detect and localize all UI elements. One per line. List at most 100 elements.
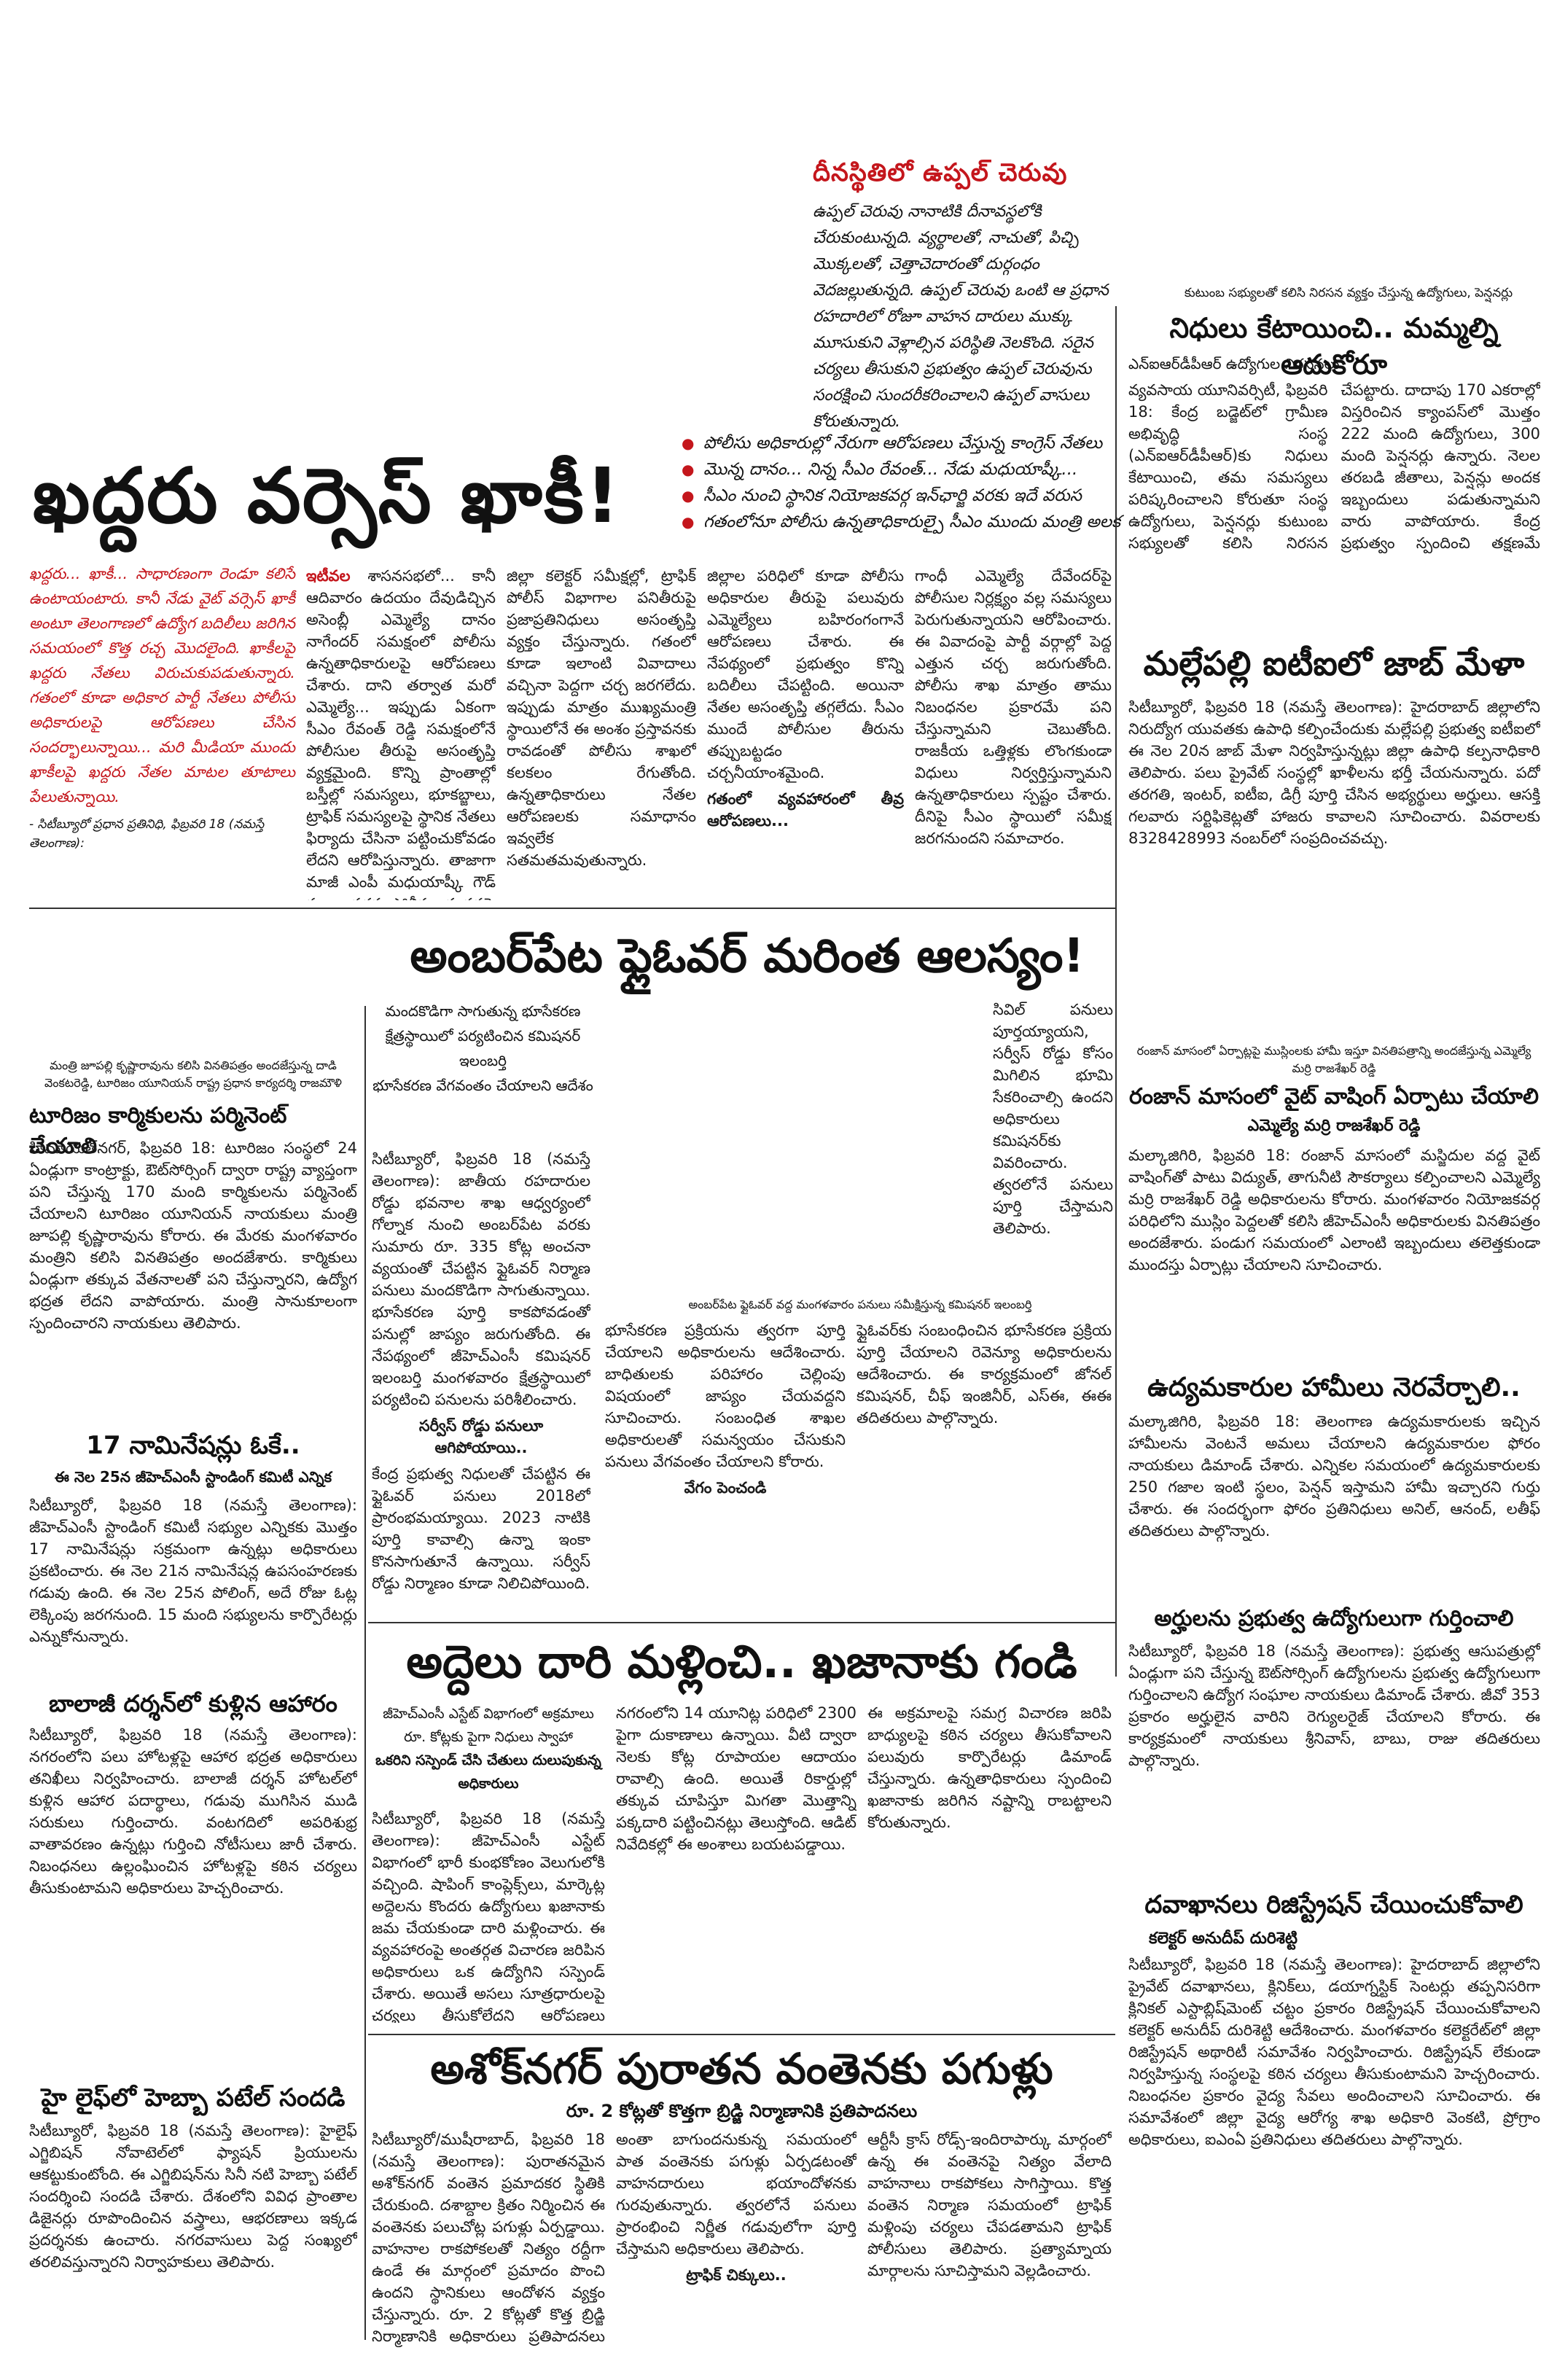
khaki-bullet-3: సీఎం నుంచి స్థానిక నియోజకవర్గ ఇన్‌ఛార్జి… [682, 483, 1148, 509]
ranjan-body: మల్కాజిగిరి, ఫిబ్రవరి 18: రంజాన్ మాసంలో … [1128, 1144, 1540, 1363]
ashok-subhead: రూ. 2 కోట్లతో కొత్తగా బ్రిడ్జి నిర్మాణాన… [566, 2101, 918, 2121]
ashok-subhead-2: ట్రాఫిక్ చిక్కులు.. [686, 2266, 787, 2284]
ashok-col-1: సిటీబ్యూరో/ముషీరాబాద్, ఫిబ్రవరి 18 (నమస్… [372, 2129, 605, 2347]
addelu-body-3: ఈ అక్రమాలపై సమగ్ర విచారణ జరిపి బాధ్యులపై… [867, 1704, 1112, 1831]
khaki-col-4-text: గాంధీ ఎమ్మెల్యే దేవేందర్‌పై పోలీసుల నిర్… [915, 567, 1112, 847]
heba-body: సిటీబ్యూరో, ఫిబ్రవరి 18 (నమస్తే తెలంగాణ)… [29, 2120, 357, 2346]
arhulu-body-text: సిటీబ్యూరో, ఫిబ్రవరి 18 (నమస్తే తెలంగాణ)… [1128, 1642, 1540, 1769]
khaki-headline: ఖద్దరు వర్సెస్ ఖాకీ! [33, 448, 660, 543]
khaki-headline-text: ఖద్దరు వర్సెస్ ఖాకీ! [33, 451, 622, 540]
hospitals-headline: దవాఖానలు రిజిస్ట్రేషన్ చేయించుకోవాలి [1144, 1890, 1523, 1919]
khaki-col-4: గాంధీ ఎమ్మెల్యే దేవేందర్‌పై పోలీసుల నిర్… [915, 565, 1112, 900]
amberpet-point-2: క్షేత్రస్థాయిలో పర్యటించిన కమిషనర్ ఇలంబర… [385, 1027, 581, 1069]
khaki-col-2: జిల్లా కలెక్టర్ సమీక్షల్లో, ట్రాఫిక్ పోల… [507, 565, 696, 900]
amberpet-col-3: సివిల్ పనులు పూర్తయ్యాయని, సర్వీస్ రోడ్డ… [993, 999, 1113, 1290]
amberpet-photo [605, 999, 984, 1290]
addelu-col-3: ఈ అక్రమాలపై సమగ్ర విచారణ జరిపి బాధ్యులపై… [867, 1702, 1112, 2023]
funds-caption: కుటుంబ సభ్యులతో కలిసి నిరసన వ్యక్తం చేస్… [1184, 286, 1513, 300]
ashok-body-3: ఆర్టీసీ క్రాస్ రోడ్స్-ఇందిరాపార్కు మార్గ… [867, 2131, 1112, 2279]
balaji-body-text: సిటీబ్యూరో, ఫిబ్రవరి 18 (నమస్తే తెలంగాణ)… [29, 1726, 357, 1897]
amberpet-point-1: మందకొడిగా సాగుతున్న భూసేకరణ [385, 1002, 581, 1020]
uppal-story: దీనస్థితిలో ఉప్పల్ చెరువు ఉప్పల్ చెరువు … [813, 157, 1130, 435]
khaki-dateline: - సిటీబ్యూరో ప్రధాన ప్రతినిధి, ఫిబ్రవరి … [29, 817, 265, 851]
balaji-body: సిటీబ్యూరో, ఫిబ్రవరి 18 (నమస్తే తెలంగాణ)… [29, 1724, 357, 2074]
khaki-col-1-text: శాసనసభలో... కానీ ఆదివారం ఉదయం దేవుడిచ్చి… [306, 567, 496, 900]
nominations-subhead: ఈ నెల 25న జీహెచ్‌ఎంసీ స్టాండింగ్ కమిటీ ఎ… [54, 1468, 332, 1486]
udyama-body-text: మల్కాజిగిరి, ఫిబ్రవరి 18: తెలంగాణ ఉద్యమక… [1128, 1413, 1540, 1540]
arhulu-headline: అర్హులను ప్రభుత్వ ఉద్యోగులుగా గుర్తించాల… [1154, 1606, 1514, 1631]
amberpet-point-3: భూసేకరణ వేగవంతం చేయాలని ఆదేశం [372, 1077, 593, 1094]
nominations-body-text: సిటీబ్యూరో, ఫిబ్రవరి 18 (నమస్తే తెలంగాణ)… [29, 1497, 357, 1645]
addelu-col-2: నగరంలోని 14 యూనిట్ల పరిధిలో 2300 పైగా దు… [616, 1702, 856, 2023]
khaki-col-1: ఇటీవల శాసనసభలో... కానీ ఆదివారం ఉదయం దేవు… [306, 565, 496, 900]
khaki-intro: ఖద్దరు... ఖాకీ... సాధారణంగా రెండూ కలిసే … [29, 561, 295, 853]
amberpet-body-1: సిటీబ్యూరో, ఫిబ్రవరి 18 (నమస్తే తెలంగాణ)… [372, 1150, 590, 1408]
amberpet-col-4: ఫ్లైఓవర్‌కు సంబంధించిన భూసేకరణ ప్రక్రియ … [856, 1319, 1112, 1618]
khaki-bullet-2: మొన్న దానం... నిన్న సీఎం రేవంత్... నేడు … [682, 456, 1148, 483]
divider-addelu [368, 2034, 1115, 2035]
ashok-headline: అశోక్‌నగర్ పురాతన వంతెనకు పగుళ్లు [430, 2044, 1053, 2094]
arhulu-body: సిటీబ్యూరో, ఫిబ్రవరి 18 (నమస్తే తెలంగాణ)… [1128, 1640, 1540, 1859]
khaki-bullets: పోలీసు అధికారుల్లో నేరుగా ఆరోపణలు చేస్తు… [682, 430, 1148, 535]
amberpet-points: మందకొడిగా సాగుతున్న భూసేకరణ క్షేత్రస్థాయ… [372, 999, 594, 1098]
amberpet-caption: అంబర్‌పేట ఫ్లైఓవర్ వద్ద మంగళవారం పనులు స… [688, 1298, 1032, 1311]
ranjan-caption: రంజాన్ మాసంలో ఏర్పాట్లపై ముస్లింలకు హామీ… [1136, 1044, 1531, 1075]
funds-body-text: వ్యవసాయ యూనివర్సిటీ, ఫిబ్రవరి 18: కేంద్ర… [1128, 381, 1540, 552]
amberpet-body-4: ఫ్లైఓవర్‌కు సంబంధించిన భూసేకరణ ప్రక్రియ … [856, 1322, 1112, 1427]
heba-body-text: సిటీబ్యూరో, ఫిబ్రవరి 18 (నమస్తే తెలంగాణ)… [29, 2122, 357, 2271]
amberpet-col-2: భూసేకరణ ప్రక్రియను త్వరగా పూర్తి చేయాలని… [605, 1319, 846, 1618]
funds-subhead: ఎన్‌ఐఆర్‌డీపీఆర్ ఉద్యోగుల నిరసనలు [1128, 355, 1340, 372]
khaki-bullet-4: గతంలోనూ పోలీసు ఉన్నతాధికారుల్పై సీఎం ముం… [682, 509, 1148, 535]
divider-left-col [364, 1006, 366, 2340]
nominations-headline: 17 నామినేషన్లు ఓకే.. [86, 1431, 300, 1460]
khaki-col-2-text: జిల్లా కలెక్టర్ సమీక్షల్లో, ట్రాఫిక్ పోల… [507, 567, 696, 869]
amberpet-body-3: భూసేకరణ ప్రక్రియను త్వరగా పూర్తి చేయాలని… [605, 1322, 846, 1470]
ranjan-headline: రంజాన్ మాసంలో వైట్ వాషింగ్ ఏర్పాటు చేయాల… [1128, 1084, 1539, 1109]
amberpet-body-2: కేంద్ర ప్రభుత్వ నిధులతో చేపట్టిన ఈ ఫ్లైఓ… [372, 1465, 590, 1592]
khaki-intro-text: ఖద్దరు... ఖాకీ... సాధారణంగా రెండూ కలిసే … [29, 565, 295, 805]
khaki-bullet-1: పోలీసు అధికారుల్లో నేరుగా ఆరోపణలు చేస్తు… [682, 430, 1148, 456]
ashok-body: సిటీబ్యూరో/ముషీరాబాద్, ఫిబ్రవరి 18 (నమస్… [372, 2131, 605, 2345]
iti-body-text: సిటీబ్యూరో, ఫిబ్రవరి 18 (నమస్తే తెలంగాణ)… [1128, 698, 1540, 847]
ashok-col-2: అంతా బాగుందనుకున్న సమయంలో పాత వంతెనకు పగ… [616, 2129, 856, 2347]
khaki-col-3: జిల్లాల పరిధిలో కూడా పోలీసు అధికారుల తీర… [707, 565, 904, 900]
divider-amberpet [368, 1622, 1115, 1623]
hospitals-body: సిటీబ్యూరో, ఫిబ్రవరి 18 (నమస్తే తెలంగాణ)… [1128, 1954, 1540, 2347]
addelu-point-3: ఒకరిని సస్పెండ్ చేసి చేతులు దులుపుకున్న … [375, 1752, 601, 1792]
balaji-headline: బాలాజీ దర్శన్‌లో కుళ్లిన ఆహారం [49, 1690, 337, 1717]
nominations-body: సిటీబ్యూరో, ఫిబ్రవరి 18 (నమస్తే తెలంగాణ)… [29, 1494, 357, 1677]
tourism-caption: మంత్రి జూపల్లి కృష్ణారావును కలిసి వినతిప… [44, 1058, 342, 1090]
addelu-col-1: సిటీబ్యూరో, ఫిబ్రవరి 18 (నమస్తే తెలంగాణ)… [372, 1808, 605, 2023]
amberpet-subhead-1: సర్వీస్ రోడ్డు పనులూ ఆగిపోయాయి.. [418, 1417, 544, 1456]
ashok-body-2: అంతా బాగుందనుకున్న సమయంలో పాత వంతెనకు పగ… [616, 2131, 856, 2258]
uppal-headline: దీనస్థితిలో ఉప్పల్ చెరువు [813, 158, 1068, 187]
ashok-col-3: ఆర్టీసీ క్రాస్ రోడ్స్-ఇందిరాపార్కు మార్గ… [867, 2129, 1112, 2347]
uppal-body: ఉప్పల్ చెరువు నానాటికి దీనావస్థలోకి చేరు… [813, 203, 1109, 431]
iti-body: సిటీబ్యూరో, ఫిబ్రవరి 18 (నమస్తే తెలంగాణ)… [1128, 696, 1540, 849]
amberpet-subhead-2: వేగం పెంచండి [684, 1479, 767, 1497]
amberpet-headline: అంబర్‌పేట ఫ్లైఓవర్ మరింత ఆలస్యం! [410, 929, 1085, 983]
addelu-points: జీహెచ్‌ఎంసీ ఎస్టేట్ విభాగంలో అక్రమాలు రూ… [372, 1702, 605, 1795]
udyama-headline: ఉద్యమకారుల హామీలు నెరవేర్చాలి.. [1147, 1373, 1521, 1402]
tourism-headline: టూరిజం కార్మికులను పర్మినెంట్ చేయాలి [29, 1103, 287, 1159]
hospitals-body-text: సిటీబ్యూరో, ఫిబ్రవరి 18 (నమస్తే తెలంగాణ)… [1128, 1956, 1540, 2148]
funds-headline: నిధులు కేటాయించి.. మమ్మల్ని ఆదుకోరూ [1169, 312, 1499, 381]
addelu-headline: అద్దెలు దారి మళ్లించి.. ఖజానాకు గండి [406, 1635, 1077, 1688]
iti-headline: మల్లేపల్లి ఐటీఐలో జాబ్ మేళా [1143, 644, 1525, 683]
heba-headline: హై లైఫ్‌లో హెబ్బా పటేల్ సందడి [41, 2083, 346, 2112]
udyama-body: మల్కాజిగిరి, ఫిబ్రవరి 18: తెలంగాణ ఉద్యమక… [1128, 1411, 1540, 1593]
khaki-col-3-text: జిల్లాల పరిధిలో కూడా పోలీసు అధికారుల తీర… [707, 567, 904, 781]
ranjan-body-text: మల్కాజిగిరి, ఫిబ్రవరి 18: రంజాన్ మాసంలో … [1128, 1147, 1540, 1273]
addelu-body: సిటీబ్యూరో, ఫిబ్రవరి 18 (నమస్తే తెలంగాణ)… [372, 1810, 605, 2023]
addelu-point-2: రూ. కోట్లకు పైగా నిధులు స్వాహా [404, 1729, 573, 1745]
tourism-body: హిమాయత్‌నగర్, ఫిబ్రవరి 18: టూరిజం సంస్థల… [29, 1137, 357, 1407]
ranjan-subhead: ఎమ్మెల్యే మర్రి రాజశేఖర్ రెడ్డి [1247, 1117, 1421, 1135]
amberpet-col-1: సిటీబ్యూరో, ఫిబ్రవరి 18 (నమస్తే తెలంగాణ)… [372, 1148, 590, 1618]
divider-right-col [1115, 306, 1117, 1677]
addelu-point-1: జీహెచ్‌ఎంసీ ఎస్టేట్ విభాగంలో అక్రమాలు [383, 1706, 594, 1722]
khaki-lead-word: ఇటీవల [306, 567, 351, 585]
amberpet-body-5: సివిల్ పనులు పూర్తయ్యాయని, సర్వీస్ రోడ్డ… [993, 1001, 1113, 1237]
tourism-body-text: హిమాయత్‌నగర్, ఫిబ్రవరి 18: టూరిజం సంస్థల… [29, 1139, 357, 1332]
ranjan-photo [1126, 918, 1542, 1028]
funds-body: వ్యవసాయ యూనివర్సిటీ, ఫిబ్రవరి 18: కేంద్ర… [1128, 379, 1540, 561]
